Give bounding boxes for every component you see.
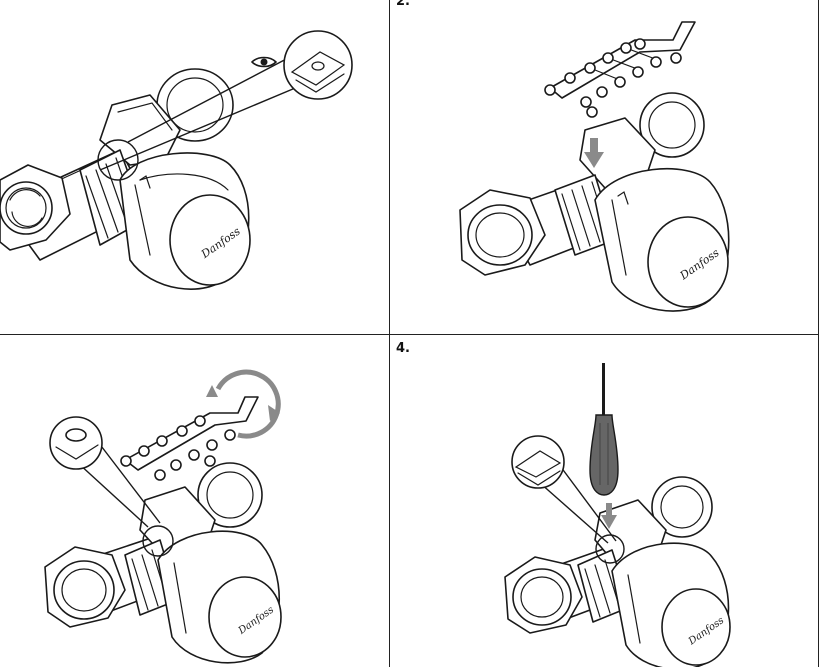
valve-hex-nut-left xyxy=(44,546,126,628)
valve-upper-nut xyxy=(99,94,181,166)
thermostat-head xyxy=(119,152,251,290)
panel-step-2: 2. xyxy=(390,0,818,334)
thread-marking xyxy=(617,191,629,205)
valve-hex-nut-left xyxy=(459,189,546,276)
valve-illustration-step-2: Danfoss xyxy=(459,21,730,312)
panel-step-4: 4. xyxy=(390,335,818,667)
step-number-4: 4. xyxy=(396,341,410,356)
inspection-circle-small xyxy=(142,525,174,557)
panel-divider-vertical xyxy=(389,0,390,667)
zoom-detail-circle xyxy=(49,416,161,528)
zoom-detail-circle xyxy=(99,30,353,171)
panel-border-right xyxy=(818,0,819,667)
step-number-2: 2. xyxy=(396,0,410,9)
valve-mounting-ring xyxy=(156,68,234,142)
valve-illustration-step-3: Danfoss xyxy=(44,369,282,664)
valve-illustration-step-4: Danfoss xyxy=(504,363,731,667)
cap-pin-sprue xyxy=(544,21,696,118)
rotate-arrow-icon xyxy=(206,369,281,439)
eye-icon xyxy=(251,56,277,68)
thread-marking xyxy=(139,175,151,189)
thermostat-head xyxy=(611,542,731,667)
down-arrow-icon xyxy=(584,138,604,168)
panel-divider-horizontal xyxy=(0,334,819,335)
zoom-detail-circle xyxy=(511,435,617,544)
panel-step-3: Danfoss xyxy=(0,335,389,667)
inspection-circle-small xyxy=(595,534,625,564)
panel-step-1: Danfoss xyxy=(0,0,389,334)
thermostat-head xyxy=(594,167,730,312)
down-arrow-icon xyxy=(601,503,617,529)
inspection-circle-small xyxy=(97,139,139,181)
valve-hex-nut-left xyxy=(504,556,583,634)
valve-mounting-ring xyxy=(651,476,713,538)
valve-mounting-ring xyxy=(639,92,705,158)
thermostat-head xyxy=(157,530,282,664)
screwdriver-icon xyxy=(589,363,619,496)
valve-illustration-step-1: Danfoss xyxy=(0,30,353,290)
valve-hex-nut-left xyxy=(0,164,71,251)
valve-mounting-ring xyxy=(197,462,263,528)
cap-pin-sprue xyxy=(120,396,259,481)
